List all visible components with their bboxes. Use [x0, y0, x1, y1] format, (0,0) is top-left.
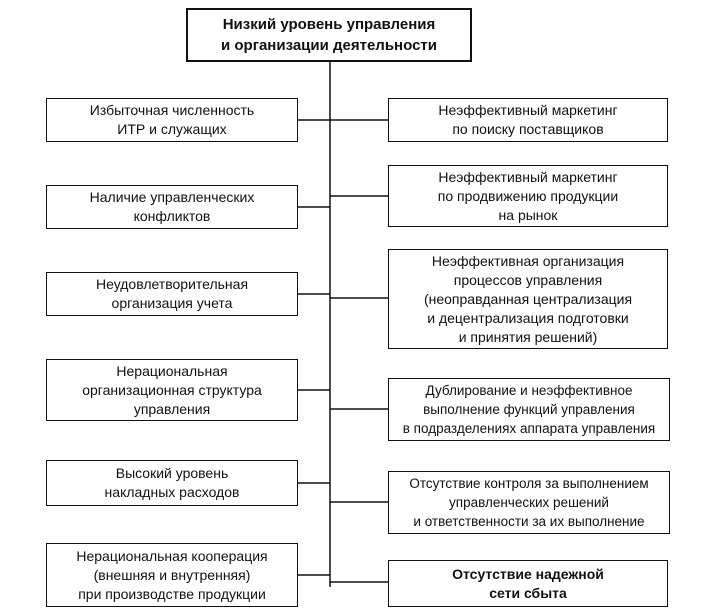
root-label: Низкий уровень управления и организации … — [220, 16, 437, 54]
right-box-6: Отсутствие надежной сети сбыта — [388, 560, 668, 607]
left-label-1: Избыточная численность ИТР и служащих — [89, 102, 255, 137]
left-label-6: Нерациональная кооперация (внешняя и вну… — [76, 547, 268, 602]
left-box-2: Наличие управленческих конфликтов — [46, 185, 298, 229]
left-label-2: Наличие управленческих конфликтов — [89, 189, 255, 224]
left-label-3: Неудовлетворительная организация учета — [95, 276, 249, 311]
right-box-5: Отсутствие контроля за выполнением управ… — [388, 471, 670, 534]
right-label-1: Неэффективный маркетинг по поиску постав… — [438, 102, 618, 137]
right-label-3: Неэффективная организация процессов упра… — [423, 252, 633, 345]
left-box-5: Высокий уровень накладных расходов — [46, 460, 298, 506]
right-box-2: Неэффективный маркетинг по продвижению п… — [388, 165, 668, 227]
right-label-4: Дублирование и неэффективное выполнение … — [402, 383, 656, 436]
right-label-2: Неэффективный маркетинг по продвижению п… — [437, 168, 619, 223]
left-box-6: Нерациональная кооперация (внешняя и вну… — [46, 543, 298, 607]
right-label-5: Отсутствие контроля за выполнением управ… — [409, 476, 649, 529]
left-label-4: Нерациональная организационная структура… — [82, 362, 262, 417]
left-box-4: Нерациональная организационная структура… — [46, 359, 298, 421]
right-label-6: Отсутствие надежной сети сбыта — [452, 565, 604, 601]
left-box-1: Избыточная численность ИТР и служащих — [46, 98, 298, 142]
right-box-4: Дублирование и неэффективное выполнение … — [388, 378, 670, 441]
left-box-3: Неудовлетворительная организация учета — [46, 272, 298, 316]
right-box-3: Неэффективная организация процессов упра… — [388, 249, 668, 349]
right-box-1: Неэффективный маркетинг по поиску постав… — [388, 98, 668, 142]
left-label-5: Высокий уровень накладных расходов — [104, 465, 240, 500]
root-box: Низкий уровень управления и организации … — [186, 8, 472, 62]
